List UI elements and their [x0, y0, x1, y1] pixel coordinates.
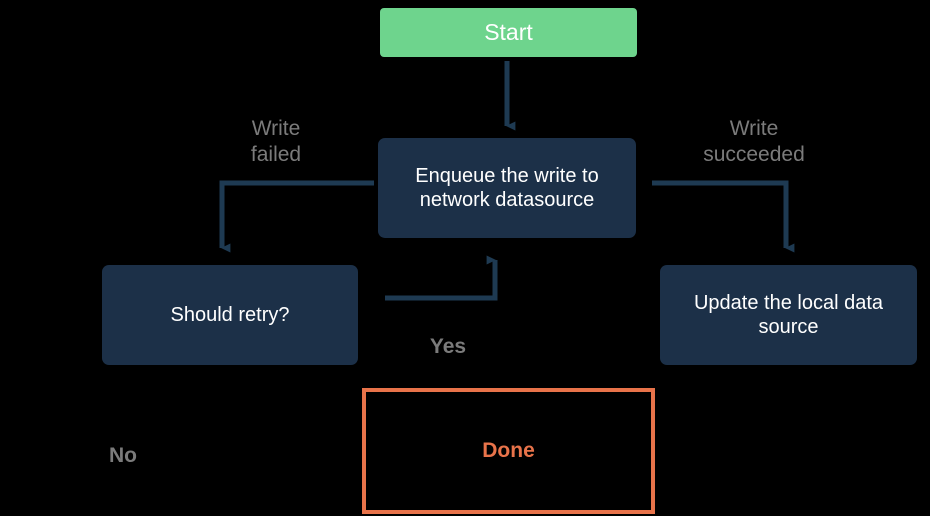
edge-label-write-succeeded: Write succeeded	[703, 117, 805, 166]
node-done[interactable]: Done	[362, 388, 655, 514]
edge-label-yes: Yes	[429, 335, 467, 358]
node-should-retry-label: Should retry?	[170, 303, 290, 326]
node-enqueue-label: Enqueue the write to network datasource	[415, 164, 599, 211]
node-done-label: Done	[482, 439, 535, 463]
node-enqueue-write[interactable]: Enqueue the write to network datasource	[378, 138, 636, 238]
edge-retry-yes-to-enqueue	[385, 255, 498, 301]
node-start[interactable]: Start	[380, 8, 637, 57]
edge-enqueue-to-update	[652, 180, 795, 253]
edge-label-no: No	[109, 444, 137, 467]
node-update-local-data-source[interactable]: Update the local data source	[660, 265, 917, 365]
node-should-retry[interactable]: Should retry?	[102, 265, 358, 365]
edge-label-write-failed: Write failed	[250, 117, 302, 166]
node-update-label: Update the local data source	[693, 291, 884, 338]
node-start-label: Start	[484, 19, 533, 46]
edge-enqueue-to-retry	[219, 180, 374, 253]
